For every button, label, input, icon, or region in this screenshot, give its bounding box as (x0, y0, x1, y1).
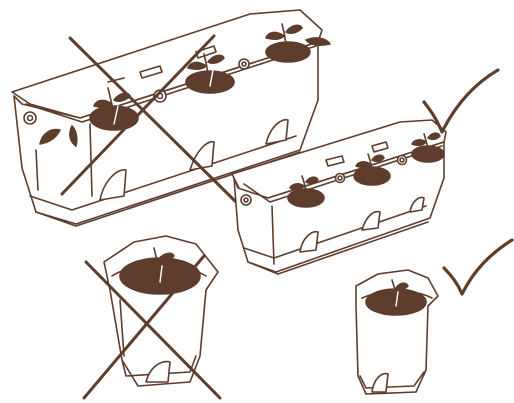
check-icon (444, 240, 512, 294)
small-pot (356, 270, 438, 394)
